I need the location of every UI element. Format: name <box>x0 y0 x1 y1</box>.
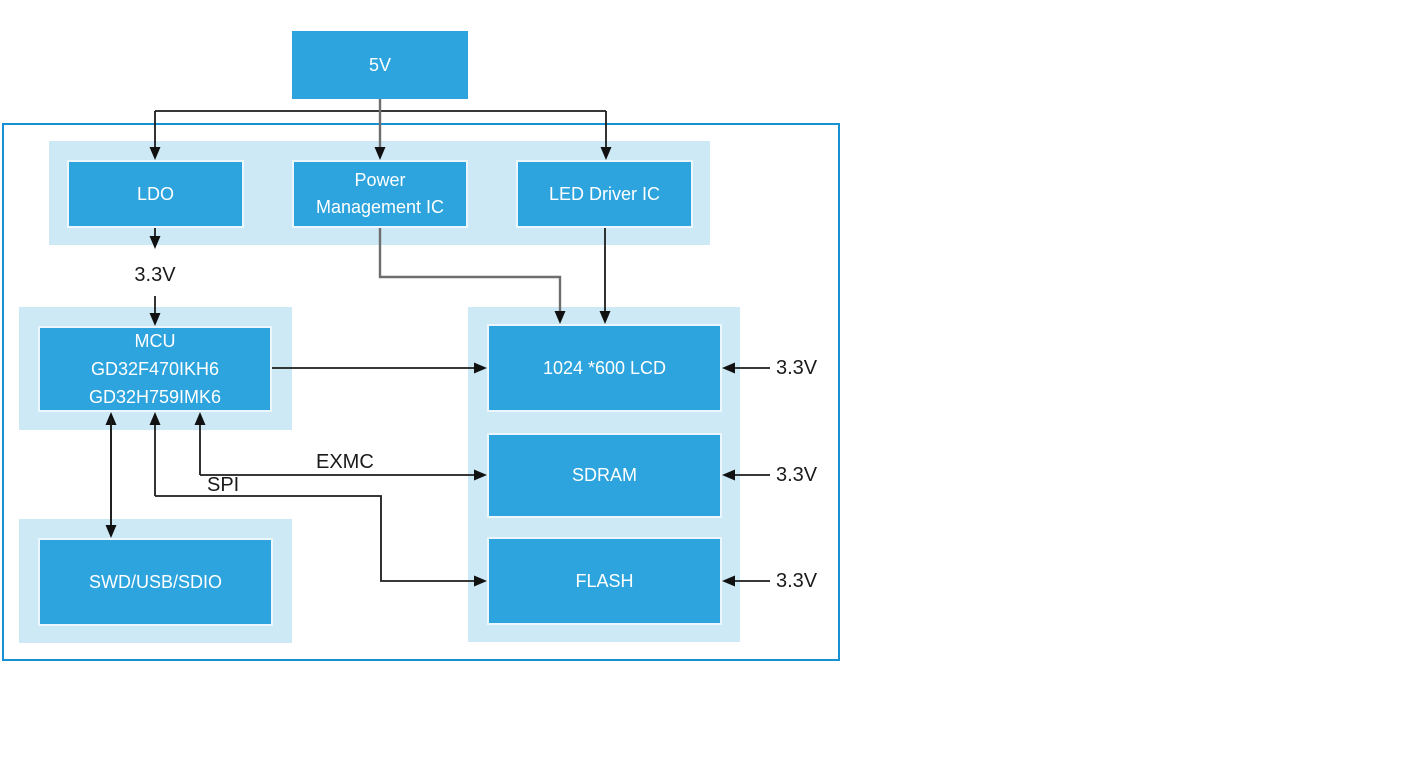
label-exmc-bus: EXMC <box>316 451 374 473</box>
block-mcu: MCU GD32F470IKH6 GD32H759IMK6 <box>38 326 272 412</box>
block-5v: 5V <box>292 31 468 99</box>
block-ldo: LDO <box>67 160 244 228</box>
label-spi-bus: SPI <box>207 474 240 496</box>
block-power-management-ic: Power Management IC <box>292 160 468 228</box>
block-led-driver-ic: LED Driver IC <box>516 160 693 228</box>
diagram-frame <box>2 123 840 661</box>
label-3v3-flash: 3.3V <box>776 570 818 592</box>
block-flash: FLASH <box>487 537 722 625</box>
block-lcd: 1024 *600 LCD <box>487 324 722 412</box>
label-3v3-lcd: 3.3V <box>776 357 818 379</box>
label-3v3-ldo: 3.3V <box>134 264 176 286</box>
block-power-management-ic-label: Power Management IC <box>315 170 445 217</box>
block-swd-usb-sdio: SWD/USB/SDIO <box>38 538 273 626</box>
label-3v3-sdram: 3.3V <box>776 464 818 486</box>
block-sdram: SDRAM <box>487 433 722 518</box>
